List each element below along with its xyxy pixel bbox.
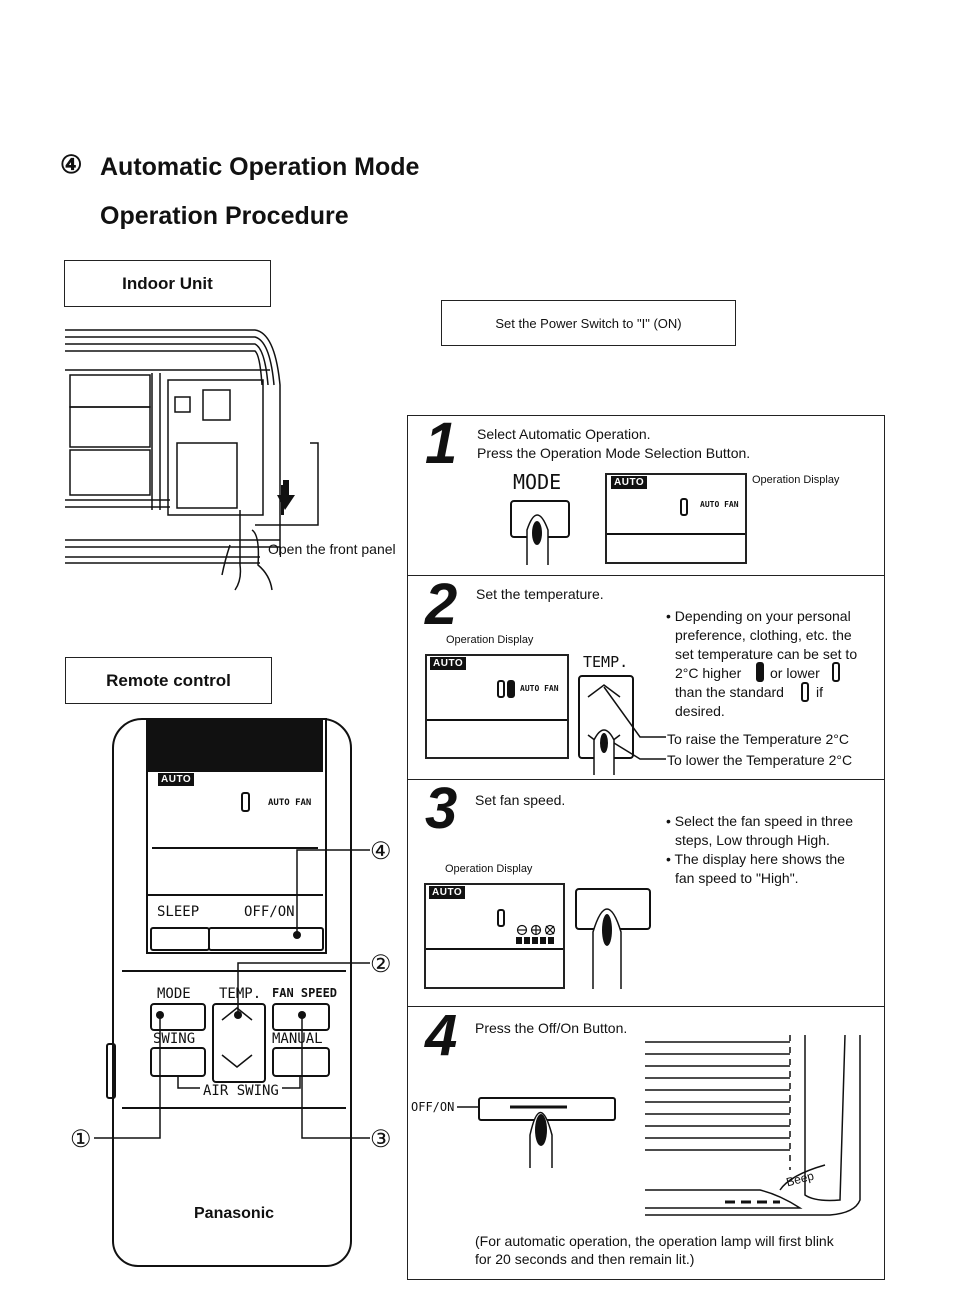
remote-mode-button[interactable] <box>150 1003 206 1031</box>
step-1-auto-indicator: AUTO <box>611 476 648 489</box>
step-4-offon-label: OFF/ON <box>411 1100 455 1114</box>
thermometer-icon <box>241 792 250 812</box>
step-2-note-3: set temperature can be set to <box>675 646 858 662</box>
step-2-auto-indicator: AUTO <box>430 657 467 670</box>
callout-4: ④ <box>370 838 392 865</box>
step-1-line1: Select Automatic Operation. <box>477 426 651 442</box>
step-3-display-label: Operation Display <box>445 863 533 875</box>
thermometer-icon <box>507 680 515 698</box>
remote-fan-speed-label: FAN SPEED <box>272 986 338 1000</box>
step-2-display <box>425 654 569 759</box>
step-3-auto-indicator: AUTO <box>429 886 466 899</box>
step-2-display-divider <box>427 719 567 721</box>
remote-offon-label: OFF/ON <box>244 904 295 920</box>
remote-display-divider-lower <box>148 894 323 896</box>
open-front-panel-caption: Open the front panel <box>268 541 396 557</box>
step-2-note-1: • Depending on your personal <box>666 608 851 624</box>
remote-brand-logo: Panasonic <box>194 1205 275 1222</box>
remote-temp-label: TEMP. <box>219 986 262 1002</box>
step-3-text: Set fan speed. <box>475 792 566 808</box>
step-1-auto-fan: AUTO FAN <box>700 500 739 509</box>
step-2-display-label: Operation Display <box>446 634 534 646</box>
step-divider-3 <box>407 1006 884 1007</box>
step-4-text: Press the Off/On Button. <box>475 1020 628 1036</box>
step-3-display <box>424 883 565 989</box>
page-title: Automatic Operation Mode <box>100 153 420 181</box>
step-3-note-2: steps, Low through High. <box>675 832 830 848</box>
remote-manual-label: MANUAL <box>272 1031 323 1047</box>
remote-manual-button[interactable] <box>272 1047 330 1077</box>
remote-auto-indicator: AUTO <box>158 773 195 786</box>
remote-air-swing-label: AIR SWING <box>203 1083 279 1099</box>
step-2-note-8: desired. <box>675 703 725 719</box>
step-2-note-2: preference, clothing, etc. the <box>675 627 852 643</box>
remote-fan-speed-button[interactable] <box>272 1003 330 1031</box>
callout-2: ② <box>370 951 392 978</box>
step-1-finger-icon <box>526 514 549 565</box>
indoor-unit-lamp-illustration <box>645 1034 861 1216</box>
page-subtitle: Operation Procedure <box>100 202 349 230</box>
step-3-note-1: • Select the fan speed in three <box>666 813 854 829</box>
step-1-mode-label: MODE <box>513 470 562 494</box>
step-4-number: 4 <box>425 1003 458 1068</box>
thermometer-icon <box>497 909 505 927</box>
thermometer-icon <box>832 662 840 682</box>
remote-swing-label: SWING <box>153 1031 196 1047</box>
step-1-line2: Press the Operation Mode Selection Butto… <box>477 445 751 461</box>
section-number: ④ <box>60 151 83 179</box>
step-1-display-label: Operation Display <box>752 474 840 486</box>
step-3-note-3: • The display here shows the <box>666 851 845 867</box>
step-2-auto-fan: AUTO FAN <box>520 684 559 693</box>
thermometer-icon <box>801 682 809 702</box>
step-2-note-5: or lower <box>770 665 820 681</box>
step-1-number: 1 <box>425 411 458 476</box>
step-2-temp-label: TEMP. <box>583 653 629 671</box>
remote-sleep-label: SLEEP <box>157 904 200 920</box>
power-switch-instruction: Set the Power Switch to "I" (ON) <box>441 300 736 346</box>
step-2-note-4: 2°C higher <box>675 665 742 681</box>
remote-display-divider <box>152 847 318 849</box>
step-3-finger-icon <box>592 908 622 989</box>
remote-temp-button[interactable] <box>212 1003 266 1083</box>
fan-speed-indicator-icon <box>516 924 556 944</box>
step-divider-2 <box>407 779 884 780</box>
remote-offon-button[interactable] <box>208 927 324 951</box>
step-2-lower-caption: To lower the Temperature 2°C <box>667 752 853 768</box>
step-2-raise-caption: To raise the Temperature 2°C <box>667 731 849 747</box>
step-4-footer-line2: for 20 seconds and then remain lit.) <box>475 1251 695 1267</box>
remote-top-band <box>148 720 323 772</box>
step-1-display-divider <box>607 533 745 535</box>
step-4-button-detail <box>457 1105 567 1168</box>
thermometer-icon <box>497 680 505 698</box>
step-1-display <box>605 473 747 564</box>
remote-mode-label: MODE <box>157 986 191 1002</box>
thermometer-icon <box>756 662 764 682</box>
step-divider-1 <box>407 575 884 576</box>
step-2-note-7: if <box>816 684 823 700</box>
step-3-display-divider <box>426 948 563 950</box>
indoor-unit-label: Indoor Unit <box>64 260 271 307</box>
remote-control-label: Remote control <box>65 657 272 704</box>
step-2-text: Set the temperature. <box>476 586 604 602</box>
step-4-footer-line1: (For automatic operation, the operation … <box>475 1233 834 1249</box>
step-2-number: 2 <box>425 572 458 637</box>
callout-3: ③ <box>370 1126 392 1153</box>
step-3-note-4: fan speed to "High". <box>675 870 799 886</box>
step-2-button-detail <box>587 684 666 775</box>
step-2-note-6: than the standard <box>675 684 784 700</box>
callout-1: ① <box>70 1126 92 1153</box>
steps-frame <box>407 415 885 1280</box>
thermometer-icon <box>680 498 688 516</box>
remote-button-panel <box>122 970 346 1109</box>
remote-auto-fan-indicator: AUTO FAN <box>268 798 312 808</box>
step-3-number: 3 <box>425 776 458 841</box>
remote-side-clip <box>106 1043 116 1099</box>
indoor-unit-illustration <box>65 329 319 591</box>
